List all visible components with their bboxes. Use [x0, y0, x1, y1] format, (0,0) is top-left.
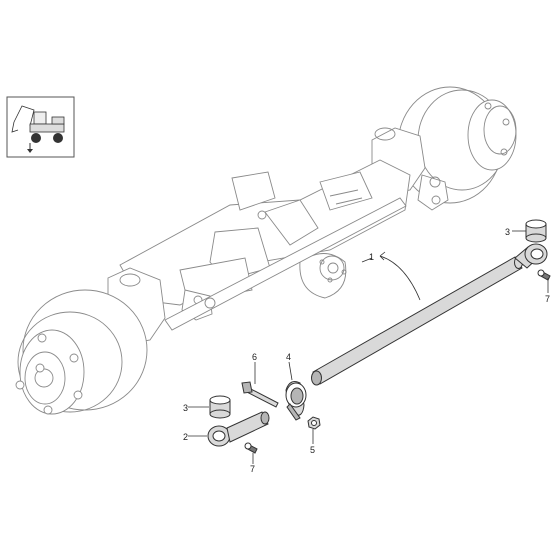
grease-nipple-left[interactable] [244, 442, 258, 454]
callout-2: 2 [183, 432, 188, 442]
callout-3-right: 3 [505, 227, 510, 237]
bushing-right[interactable] [525, 219, 547, 243]
bushing-left[interactable] [209, 395, 231, 419]
callout-7-left: 7 [250, 464, 255, 474]
callout-7-right: 7 [545, 294, 550, 304]
axle-housing-sketch [15, 86, 517, 415]
rod-end-eye-left[interactable] [207, 411, 270, 447]
bolt[interactable] [241, 381, 279, 408]
callout-3-left: 3 [183, 403, 188, 413]
grease-nipple-right[interactable] [537, 269, 551, 281]
callout-1: 1 [369, 252, 374, 262]
callout-5: 5 [310, 445, 315, 455]
clamp[interactable] [285, 381, 307, 421]
leader-lines [188, 230, 549, 464]
nut[interactable] [307, 416, 321, 430]
down-arrow-icon [27, 143, 33, 153]
callout-4: 4 [286, 352, 291, 362]
excavator-thumbnail-icon[interactable] [6, 96, 75, 158]
tie-rod-tube[interactable] [311, 256, 523, 386]
callout-6: 6 [252, 352, 257, 362]
rod-end-eye-right[interactable] [514, 243, 548, 269]
